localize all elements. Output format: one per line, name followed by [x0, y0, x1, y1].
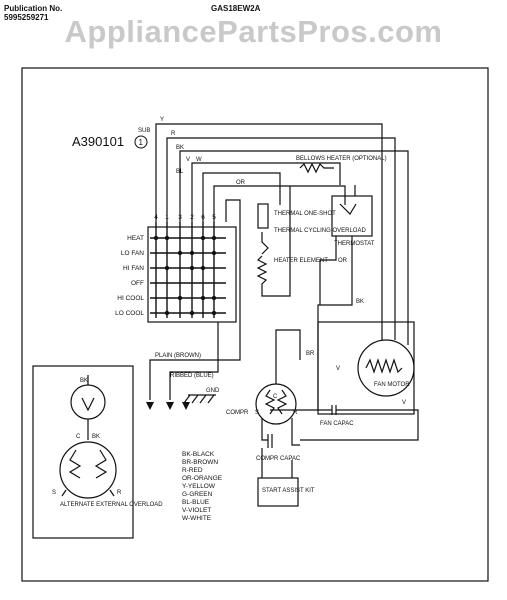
legend-item: G-GREEN	[182, 491, 213, 498]
terminal-1: 1	[165, 214, 169, 221]
compressor-coil-r	[276, 389, 288, 415]
wire-label-w: W	[196, 157, 202, 163]
wire-compr-s	[261, 418, 268, 441]
thermostat-label: THERMOSTAT	[334, 241, 375, 247]
terminal-4: 4	[154, 214, 158, 221]
legend-item: BR-BROWN	[182, 459, 218, 466]
wire-label-v-3: V	[402, 400, 406, 406]
compr-label-r: R	[293, 410, 298, 416]
wire-label-v: V	[186, 157, 190, 163]
terminal-5: 5	[212, 214, 216, 221]
wire-label-or: OR	[236, 180, 246, 186]
compr-capac-label: COMPR CAPAC	[256, 456, 301, 462]
inset-label-s: S	[52, 490, 56, 496]
compr-label: COMPR	[226, 410, 249, 416]
sub-number: 1	[139, 138, 144, 147]
wire-compr-r	[291, 418, 300, 446]
alt-overload-label: ALTERNATE EXTERNAL OVERLOAD	[60, 502, 163, 508]
wire-label-bk-2: BK	[356, 299, 364, 305]
wire-bk	[179, 150, 409, 312]
connector-arrows	[146, 402, 190, 410]
wire-or-thermostat	[319, 236, 337, 305]
compressor-coil-s	[264, 389, 276, 415]
switch-label-hi-cool: HI COOL	[117, 295, 144, 302]
bellows-heater-coil	[299, 162, 334, 174]
fan-motor-coil	[365, 358, 403, 374]
heater-coil	[256, 186, 291, 297]
terminal-2: 2	[190, 214, 194, 221]
inset-motor	[59, 441, 117, 499]
terminal-3: 3	[178, 214, 182, 221]
legend-item: OR-ORANGE	[182, 475, 223, 482]
wire-ribbed	[169, 322, 219, 400]
legend-item: Y-YELLOW	[182, 483, 216, 490]
inset-motor-coil-s	[68, 449, 82, 479]
one-shot-fuse	[257, 203, 269, 229]
wire-label-or-2: OR	[338, 258, 348, 264]
thermostat-contact	[339, 203, 357, 215]
fan-box	[317, 321, 415, 415]
thermal-one-shot-label: THERMAL ONE-SHOT	[274, 211, 336, 217]
inset-overload-contact	[81, 397, 95, 412]
grid-junctions	[153, 235, 217, 316]
model-number: GAS18EW2A	[211, 4, 261, 13]
sub-label: SUB	[138, 128, 150, 134]
inset-label-r: R	[117, 490, 122, 496]
terminal-6: 6	[201, 214, 205, 221]
wire-label-y: Y	[160, 117, 164, 123]
switch-label-heat: HEAT	[127, 235, 144, 242]
bellows-heater-label: BELLOWS HEATER (OPTIONAL)	[296, 156, 387, 162]
legend-item: BK-BLACK	[182, 451, 215, 458]
wire-fan-cap-right	[300, 409, 419, 441]
inset-overload	[70, 384, 106, 420]
watermark: AppliancePartsPros.com	[64, 14, 443, 49]
switch-label-lo-cool: LO COOL	[115, 310, 144, 317]
start-assist-kit-box	[257, 477, 299, 507]
fan-motor-label: FAN MOTOR	[374, 382, 410, 388]
wire-compr-c	[275, 329, 301, 384]
plain-label: PLAIN (BROWN)	[155, 353, 201, 359]
ribbed-label: RIBBED (BLUE)	[170, 373, 214, 379]
wire-label-br: BR	[306, 351, 315, 357]
publication-number: 5995259271	[4, 13, 49, 22]
cycling-overload-symbol	[261, 232, 269, 255]
compr-label-s: S	[255, 410, 259, 416]
legend-item: V-VIOLET	[182, 507, 211, 514]
gnd-label: GND	[206, 388, 220, 394]
legend-item: BL-BLUE	[182, 499, 210, 506]
heater-element-label: HEATER ELEMENT	[274, 258, 328, 264]
wire-w	[191, 162, 341, 222]
start-assist-label: START ASSIST KIT	[262, 488, 315, 494]
inset-motor-coil-r	[94, 449, 108, 479]
inset-label-c: C	[76, 434, 81, 440]
wire-label-bl: BL	[176, 169, 184, 175]
diagram-border	[21, 67, 489, 582]
diagram-id: A390101	[72, 134, 124, 149]
inset-label-bk-2: BK	[92, 434, 100, 440]
wire-plain	[149, 199, 241, 400]
wire-label-bk: BK	[176, 145, 184, 151]
switch-label-off: OFF	[131, 280, 144, 287]
wire-r	[166, 137, 396, 312]
wire-v	[202, 172, 281, 222]
fan-capac-label: FAN CAPAC	[320, 421, 354, 427]
publication-label: Publication No.	[4, 4, 63, 13]
sub-circle	[134, 135, 148, 149]
compr-label-c: C	[273, 394, 278, 400]
inset-label-bk: BK	[80, 378, 88, 384]
inset-border	[32, 365, 134, 539]
wire-label-v-2: V	[336, 366, 340, 372]
switch-label-hi-fan: HI FAN	[123, 265, 144, 272]
legend-item: R-RED	[182, 467, 203, 474]
switch-label-lo-fan: LO FAN	[121, 250, 144, 257]
wire-label-r: R	[171, 131, 176, 137]
thermal-cycling-overload-label: THERMAL CYCLING OVERLOAD	[274, 228, 366, 234]
wire-y	[155, 123, 383, 312]
legend-item: W-WHITE	[182, 515, 212, 522]
